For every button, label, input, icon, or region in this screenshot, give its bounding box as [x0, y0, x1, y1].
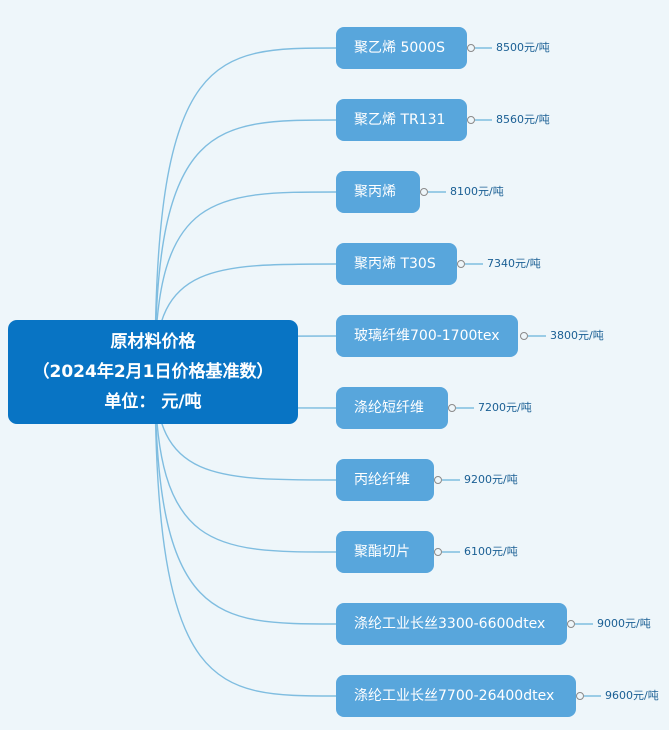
branch-node-4[interactable]: 聚丙烯 T30S — [336, 243, 457, 285]
price-label: 9000元/吨 — [597, 617, 651, 630]
branch-label: 丙纶纤维 — [354, 472, 410, 488]
branch-node-2[interactable]: 聚乙烯 TR131 — [336, 99, 467, 141]
root-title: 原材料价格 — [110, 332, 196, 352]
price-label: 8100元/吨 — [450, 185, 504, 198]
branch-label: 聚酯切片 — [354, 544, 410, 560]
root-subtitle: （2024年2月1日价格基准数） — [32, 362, 274, 382]
price-label: 9600元/吨 — [605, 689, 659, 702]
root-node[interactable]: 原材料价格 （2024年2月1日价格基准数） 单位： 元/吨 — [8, 320, 298, 424]
price-label: 7340元/吨 — [487, 257, 541, 270]
branch-label: 聚丙烯 T30S — [354, 256, 436, 272]
branch-connector — [154, 371, 337, 625]
collapse-toggle-icon[interactable] — [448, 404, 456, 412]
collapse-toggle-icon[interactable] — [576, 692, 584, 700]
branch-node-7[interactable]: 丙纶纤维 — [336, 459, 434, 501]
collapse-toggle-icon[interactable] — [520, 332, 528, 340]
branch-connector — [154, 47, 337, 373]
price-label: 8500元/吨 — [496, 41, 550, 54]
branch-node-3[interactable]: 聚丙烯 — [336, 171, 420, 213]
branch-connector — [154, 371, 337, 697]
branch-connector — [154, 371, 337, 553]
branch-node-1[interactable]: 聚乙烯 5000S — [336, 27, 467, 69]
root-unit: 单位： 元/吨 — [104, 392, 202, 412]
branch-node-5[interactable]: 玻璃纤维700-1700tex — [336, 315, 518, 357]
collapse-toggle-icon[interactable] — [567, 620, 575, 628]
branch-node-8[interactable]: 聚酯切片 — [336, 531, 434, 573]
collapse-toggle-icon[interactable] — [434, 476, 442, 484]
branch-node-6[interactable]: 涤纶短纤维 — [336, 387, 448, 429]
branch-connector — [154, 119, 337, 373]
branch-label: 聚乙烯 TR131 — [354, 112, 446, 128]
collapse-toggle-icon[interactable] — [420, 188, 428, 196]
branch-label: 玻璃纤维700-1700tex — [354, 328, 500, 344]
branch-label: 聚丙烯 — [354, 184, 396, 200]
branch-label: 聚乙烯 5000S — [354, 40, 445, 56]
price-label: 6100元/吨 — [464, 545, 518, 558]
branch-label: 涤纶短纤维 — [354, 400, 424, 416]
collapse-toggle-icon[interactable] — [457, 260, 465, 268]
collapse-toggle-icon[interactable] — [467, 44, 475, 52]
branch-label: 涤纶工业长丝7700-26400dtex — [354, 688, 555, 704]
branch-connector — [154, 191, 337, 373]
price-label: 8560元/吨 — [496, 113, 550, 126]
branch-node-9[interactable]: 涤纶工业长丝3300-6600dtex — [336, 603, 567, 645]
price-label: 9200元/吨 — [464, 473, 518, 486]
collapse-toggle-icon[interactable] — [467, 116, 475, 124]
branch-label: 涤纶工业长丝3300-6600dtex — [354, 616, 546, 632]
price-label: 7200元/吨 — [478, 401, 532, 414]
price-label: 3800元/吨 — [550, 329, 604, 342]
branch-node-10[interactable]: 涤纶工业长丝7700-26400dtex — [336, 675, 576, 717]
collapse-toggle-icon[interactable] — [434, 548, 442, 556]
